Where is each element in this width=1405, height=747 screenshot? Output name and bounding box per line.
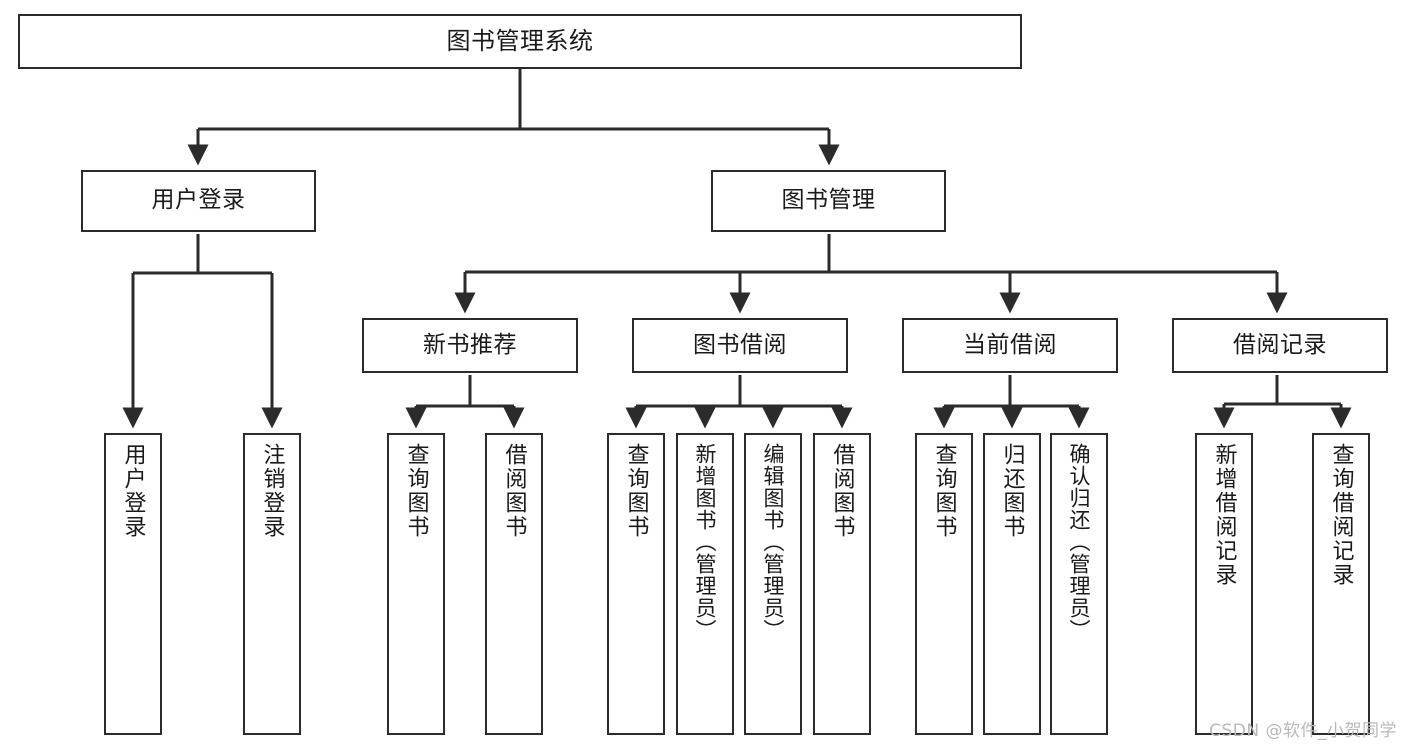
node-current-borrow-label: 当前借阅 <box>963 331 1057 358</box>
node-leaf-user-logout[interactable]: 注销登录 <box>243 433 301 735</box>
node-leaf-return-book-label: 归还图书 <box>999 443 1025 539</box>
node-leaf-query-book-1[interactable]: 查询图书 <box>387 433 445 735</box>
node-leaf-borrow-book-1-label: 借阅图书 <box>501 443 527 539</box>
node-borrow-record[interactable]: 借阅记录 <box>1172 318 1388 373</box>
node-new-book-rec-label: 新书推荐 <box>423 331 517 358</box>
watermark: CSDN @软件_小贺同学 <box>1209 721 1397 741</box>
node-current-borrow[interactable]: 当前借阅 <box>902 318 1118 373</box>
node-leaf-query-record-label: 查询借阅记录 <box>1328 443 1354 587</box>
node-book-manage[interactable]: 图书管理 <box>711 170 946 232</box>
node-leaf-user-login[interactable]: 用户登录 <box>104 433 162 735</box>
node-new-book-rec[interactable]: 新书推荐 <box>362 318 578 373</box>
node-borrow-record-label: 借阅记录 <box>1233 331 1327 358</box>
node-leaf-query-book-1-label: 查询图书 <box>403 443 429 539</box>
node-leaf-add-record[interactable]: 新增借阅记录 <box>1195 433 1253 735</box>
node-leaf-query-record[interactable]: 查询借阅记录 <box>1312 433 1370 735</box>
node-book-borrow[interactable]: 图书借阅 <box>632 318 848 373</box>
node-leaf-borrow-book-1[interactable]: 借阅图书 <box>485 433 543 735</box>
node-leaf-query-book-3[interactable]: 查询图书 <box>915 433 973 735</box>
node-leaf-query-book-3-label: 查询图书 <box>931 443 957 539</box>
node-leaf-confirm-return[interactable]: 确认归还（管理员） <box>1050 433 1108 735</box>
node-book-borrow-label: 图书借阅 <box>693 331 787 358</box>
node-leaf-borrow-book-2[interactable]: 借阅图书 <box>813 433 871 735</box>
node-leaf-borrow-book-2-label: 借阅图书 <box>829 443 855 539</box>
node-user-login-label: 用户登录 <box>151 187 246 214</box>
node-root-label: 图书管理系统 <box>446 27 594 56</box>
node-leaf-edit-book[interactable]: 编辑图书（管理员） <box>744 433 802 735</box>
node-book-manage-label: 图书管理 <box>781 187 876 214</box>
node-leaf-return-book[interactable]: 归还图书 <box>983 433 1041 735</box>
node-leaf-edit-book-label: 编辑图书（管理员） <box>761 443 786 641</box>
node-user-login[interactable]: 用户登录 <box>81 170 316 232</box>
node-leaf-add-book-label: 新增图书（管理员） <box>693 443 718 641</box>
node-leaf-query-book-2-label: 查询图书 <box>623 443 649 539</box>
node-leaf-user-login-label: 用户登录 <box>120 443 146 539</box>
node-leaf-query-book-2[interactable]: 查询图书 <box>607 433 665 735</box>
node-leaf-confirm-return-label: 确认归还（管理员） <box>1067 443 1092 641</box>
node-root[interactable]: 图书管理系统 <box>18 14 1022 69</box>
node-leaf-add-book[interactable]: 新增图书（管理员） <box>676 433 734 735</box>
node-leaf-user-logout-label: 注销登录 <box>259 443 285 539</box>
node-leaf-add-record-label: 新增借阅记录 <box>1211 443 1237 587</box>
